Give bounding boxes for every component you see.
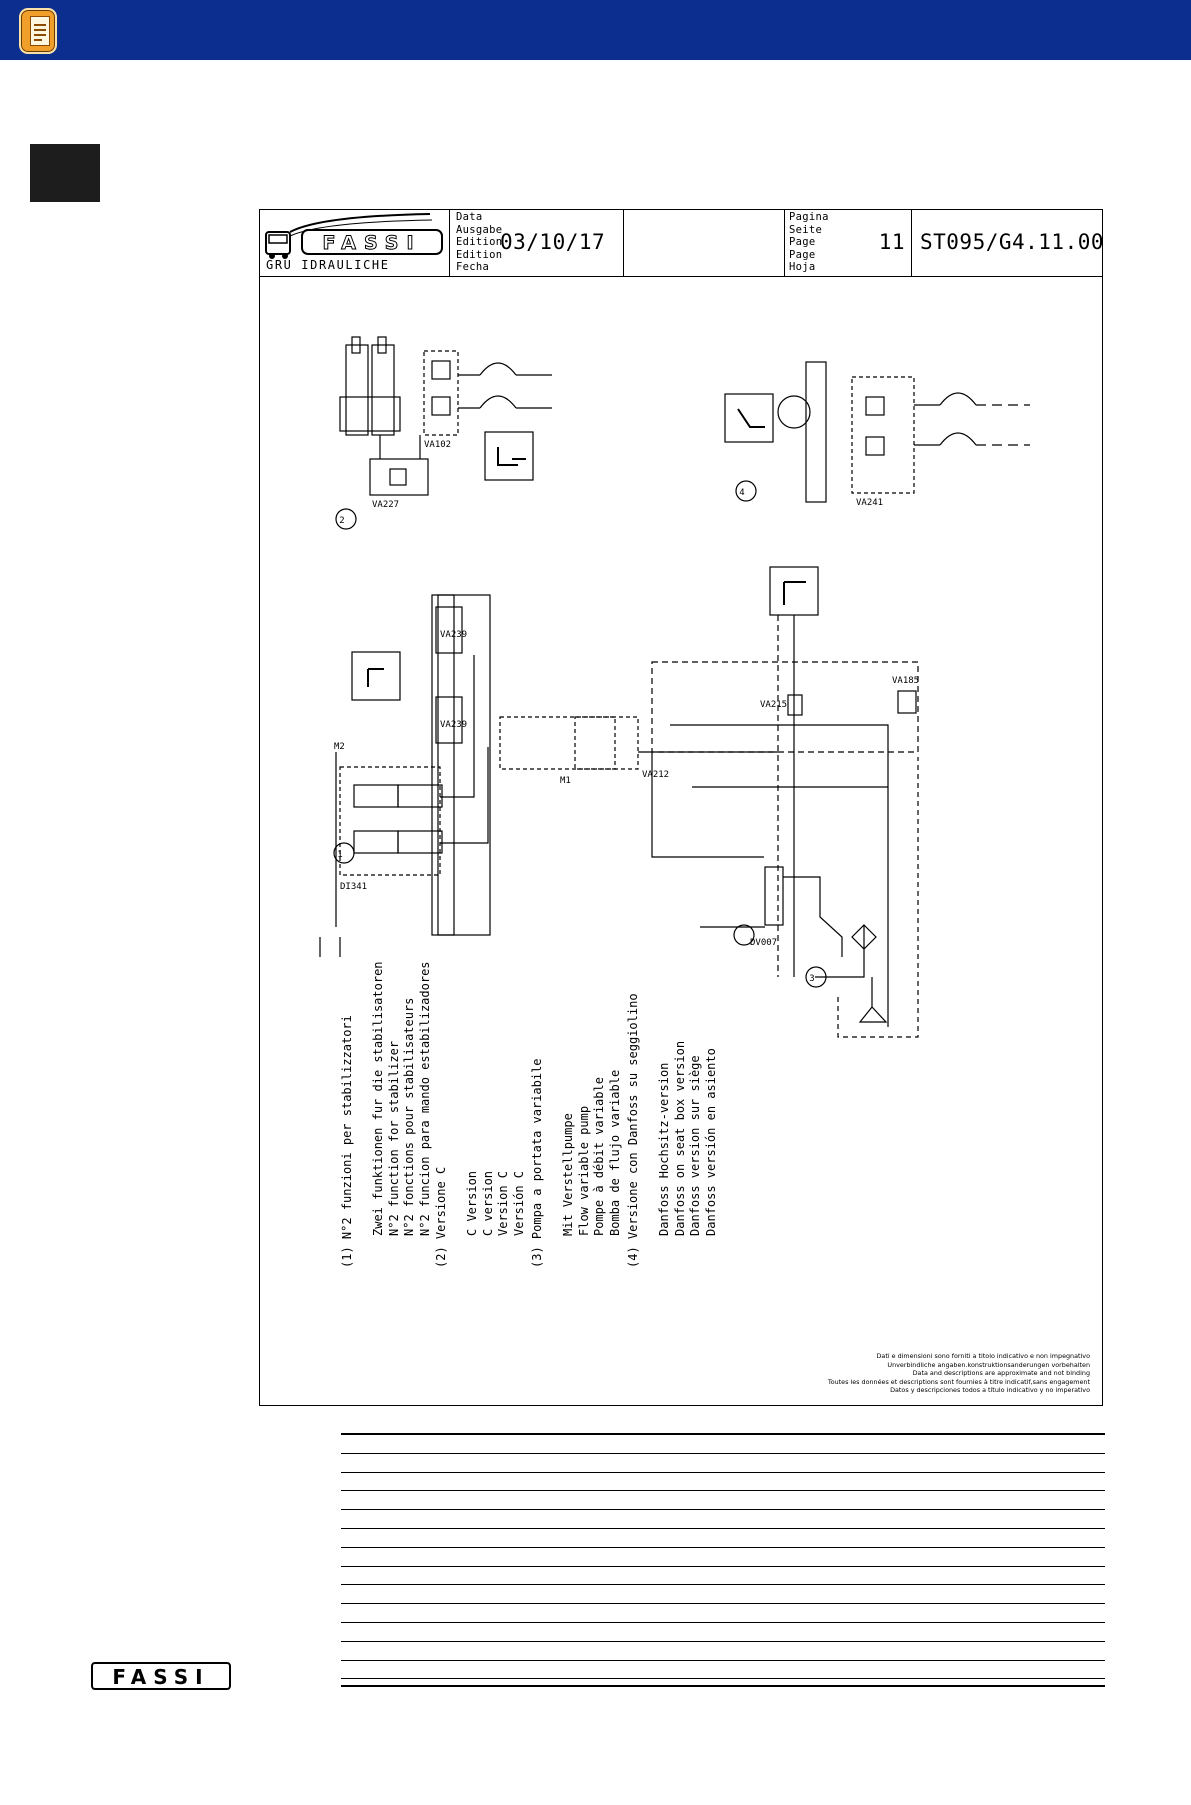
label-di341: DI341 bbox=[340, 882, 367, 892]
date-label-fr: Edition bbox=[456, 248, 503, 261]
date-value: 03/10/17 bbox=[500, 230, 606, 254]
diagram-3-group bbox=[499, 566, 919, 1038]
date-label-de: Ausgabe bbox=[456, 223, 503, 236]
page-cell: Pagina Seite Page Page Hoja 11 bbox=[785, 210, 912, 276]
brand-cell: FASSI GRU IDRAULICHE bbox=[260, 210, 450, 276]
label-dv007: DV007 bbox=[750, 938, 777, 948]
label-va215: VA215 bbox=[760, 700, 787, 710]
label-va212: VA212 bbox=[642, 770, 669, 780]
footer-logo-text: FASSI bbox=[112, 1665, 210, 1689]
notes-lines bbox=[341, 1433, 1105, 1705]
page-number: 11 bbox=[878, 230, 905, 254]
page-label-it: Pagina bbox=[789, 211, 829, 223]
label-va241: VA241 bbox=[856, 498, 883, 508]
document-icon[interactable] bbox=[19, 8, 57, 54]
diagram-1-group bbox=[319, 594, 491, 957]
hydraulic-schematics: 2 4 1 3 VA102 VA227 VA241 DI341 VA239 VA… bbox=[319, 336, 1030, 1038]
label-va227: VA227 bbox=[372, 500, 399, 510]
blank-cell bbox=[624, 210, 785, 276]
page-label-en: Page bbox=[789, 236, 816, 248]
diagram-4-group bbox=[724, 361, 1030, 503]
date-value-cell: 03/10/17 bbox=[500, 210, 624, 276]
disclaimer: Dati e dimensioni sono forniti a titolo … bbox=[827, 1352, 1090, 1395]
page-label-es: Hoja bbox=[789, 261, 816, 273]
date-labels: Data Ausgabe Edition Edition Fecha bbox=[450, 210, 503, 276]
diagram-2-group bbox=[335, 336, 552, 530]
diagram-3-number: 3 bbox=[809, 974, 814, 984]
label-va239-a: VA239 bbox=[440, 630, 467, 640]
page-label-fr: Page bbox=[789, 248, 816, 261]
brand-subtitle: GRU IDRAULICHE bbox=[266, 258, 390, 272]
page-label-de: Seite bbox=[789, 223, 823, 236]
header-bar bbox=[0, 0, 1191, 60]
title-block: FASSI GRU IDRAULICHE Data Ausgabe Editio… bbox=[260, 210, 1105, 277]
label-m1: M1 bbox=[560, 776, 571, 786]
section-tab-marker bbox=[30, 144, 100, 202]
label-va185: VA185 bbox=[892, 676, 919, 686]
diagram-4-number: 4 bbox=[739, 488, 744, 498]
footer-fassi-logo: FASSI bbox=[91, 1662, 231, 1690]
date-label-it: Data bbox=[456, 211, 483, 223]
schematic-sheet: FASSI GRU IDRAULICHE Data Ausgabe Editio… bbox=[259, 209, 1105, 1406]
doc-code: ST095/G4.11.00 bbox=[920, 230, 1105, 254]
label-va239-b: VA239 bbox=[440, 720, 467, 730]
date-label-es: Fecha bbox=[456, 261, 490, 273]
brand-name: FASSI bbox=[322, 232, 421, 254]
diagram-1-number: 1 bbox=[337, 850, 342, 860]
diagram-2-number: 2 bbox=[339, 516, 344, 526]
date-label-en: Edition bbox=[456, 236, 503, 248]
doc-code-cell: ST095/G4.11.00 bbox=[912, 210, 1105, 276]
label-m2: M2 bbox=[334, 742, 345, 752]
fassi-crane-logo: FASSI bbox=[265, 213, 443, 259]
legend-4: (4) Versione con Danfoss su seggiolino D… bbox=[626, 993, 718, 1268]
label-va102: VA102 bbox=[424, 440, 451, 450]
